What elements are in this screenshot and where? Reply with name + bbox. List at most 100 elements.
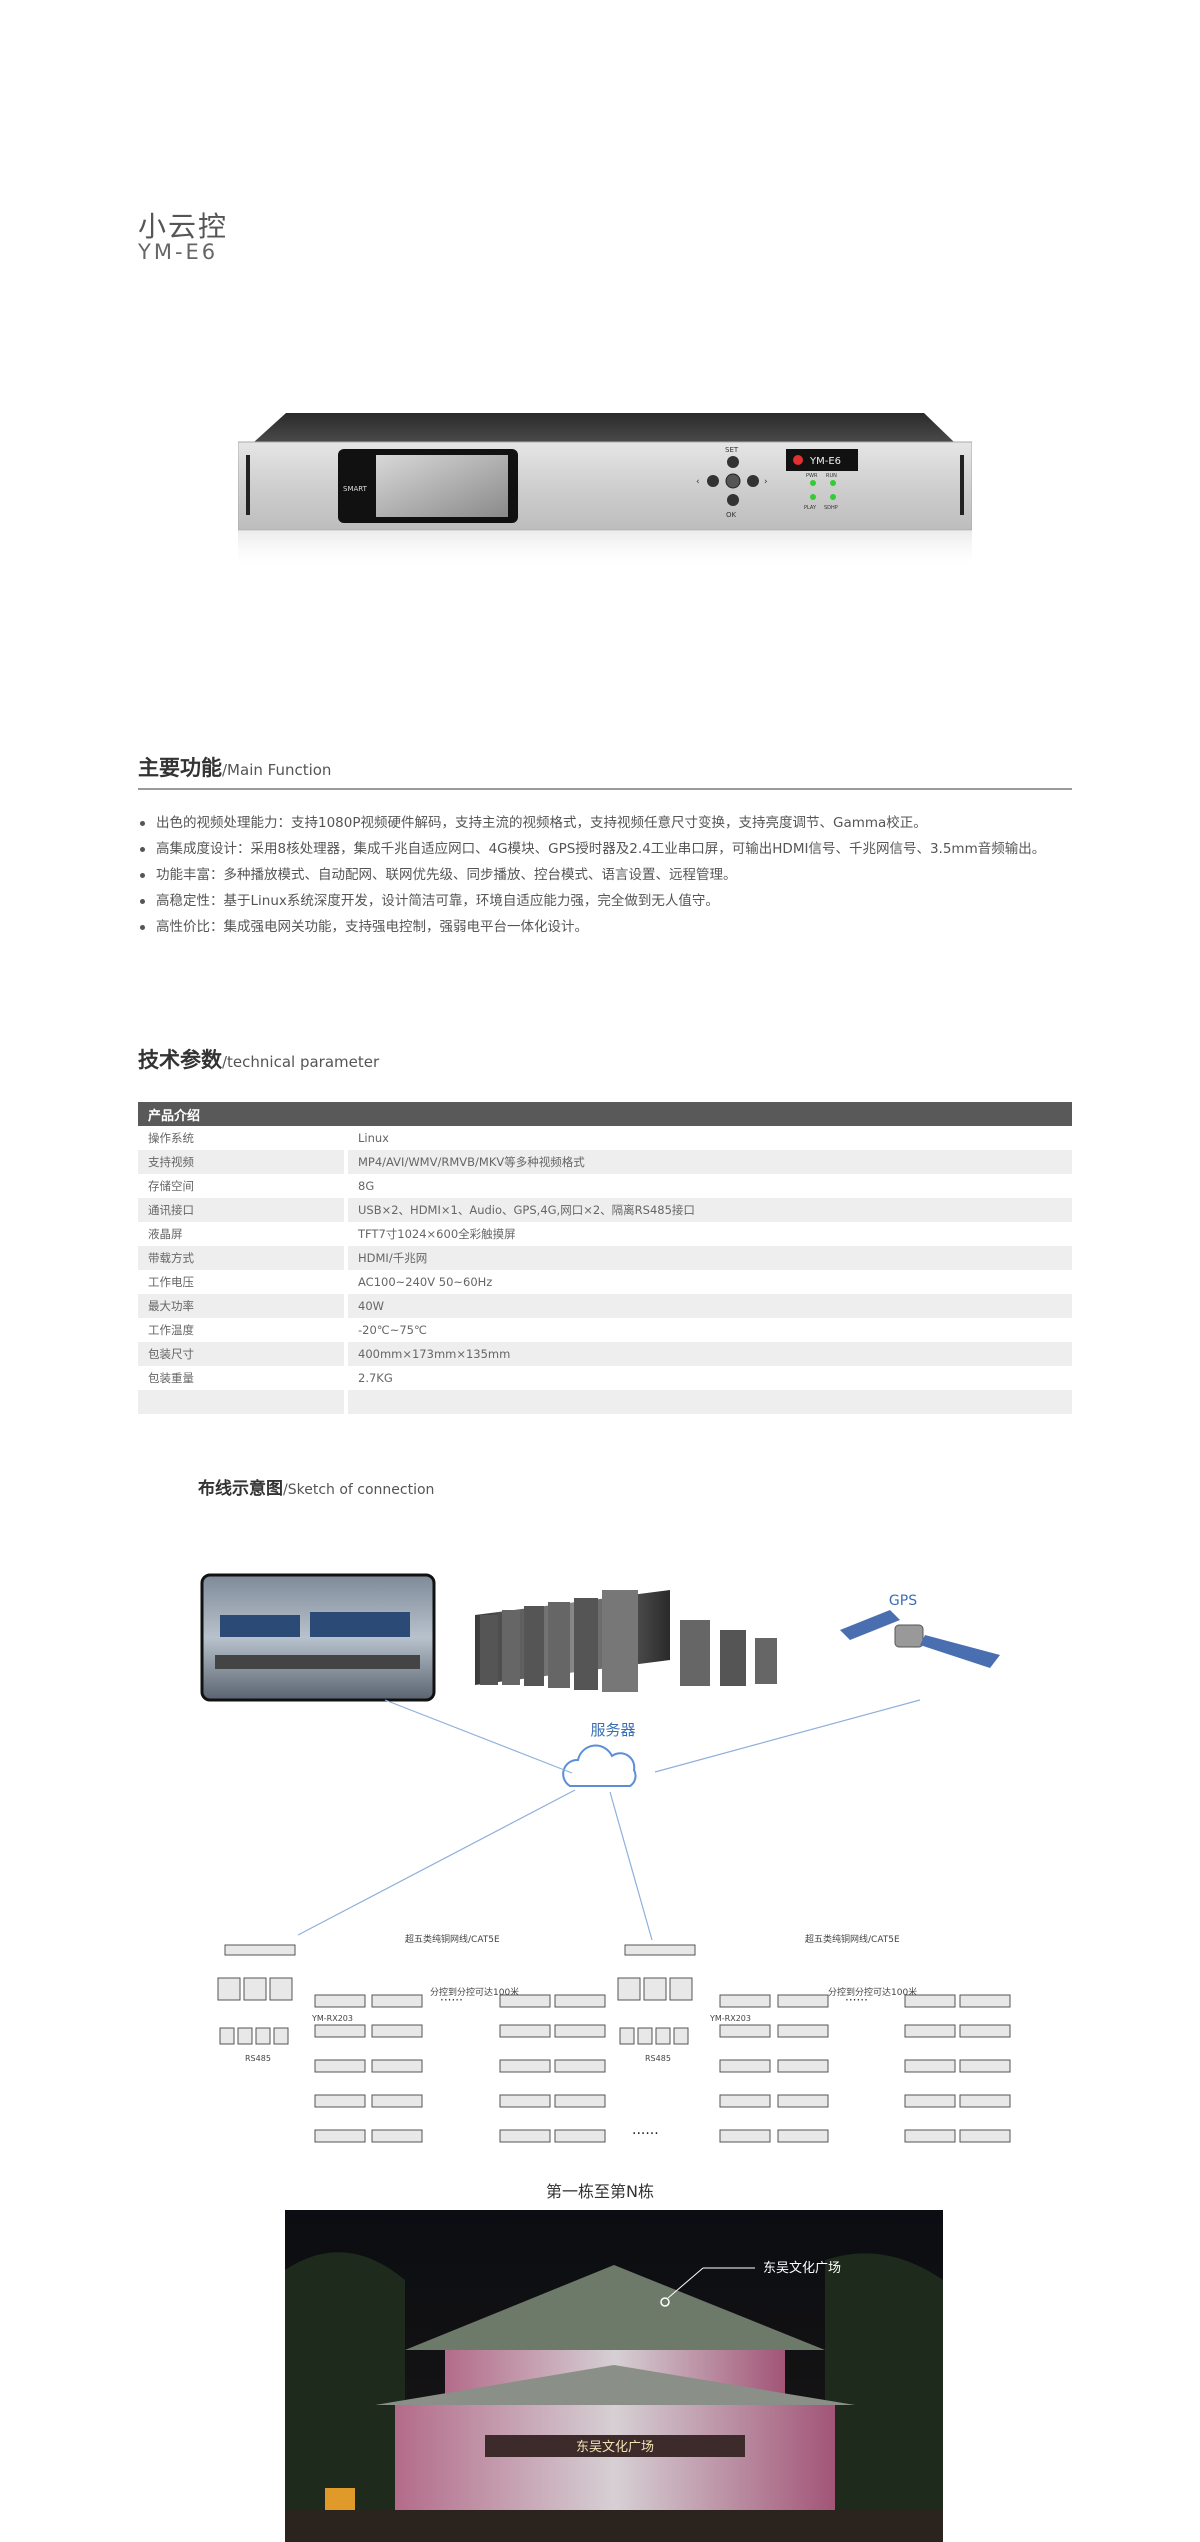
spec-row: 操作系统 Linux — [138, 1126, 1072, 1150]
rs485-label-left: RS485 — [245, 2054, 271, 2063]
spec-row: 包装重量 2.7KG — [138, 1366, 1072, 1390]
spec-label: 通讯接口 — [138, 1198, 344, 1222]
main-function-divider — [138, 788, 1072, 790]
tech-param-subtitle: /technical parameter — [222, 1053, 380, 1071]
device-brand: SMART — [343, 485, 368, 493]
product-title: 小云控 — [138, 210, 229, 243]
sketch-subtitle: /Sketch of connection — [283, 1482, 435, 1498]
satellite-image — [840, 1610, 1000, 1668]
btn-ok-label: OK — [726, 511, 737, 519]
spec-value: 8G — [358, 1179, 375, 1193]
led-pwr-label: PWR — [806, 473, 818, 479]
spec-table-header: 产品介绍 — [138, 1102, 1072, 1126]
sketch-title: 布线示意图 — [198, 1479, 283, 1499]
cable-label-left: 超五类纯铜网线/CAT5E — [405, 1933, 500, 1945]
spec-label: 包装重量 — [148, 1371, 194, 1385]
split-label-right: 分控到分控可达100米 — [828, 1986, 917, 1998]
spec-label: 工作温度 — [148, 1323, 194, 1337]
spec-value: MP4/AVI/WMV/RMVB/MKV等多种视频格式 — [348, 1150, 1072, 1174]
spec-label: 最大功率 — [138, 1294, 344, 1318]
spec-label: 支持视频 — [138, 1150, 344, 1174]
split-label-left: 分控到分控可达100米 — [430, 1986, 519, 1998]
spec-gap — [344, 1318, 348, 1342]
rx-label-right: YM-RX203 — [709, 2014, 751, 2023]
feature-item: 高稳定性：基于Linux系统深度开发，设计简洁可靠，环境自适应能力强，完全做到无… — [140, 888, 1080, 914]
spec-gap — [344, 1174, 348, 1198]
tech-param-title: 技术参数 — [138, 1048, 222, 1072]
diagram-caption: 第一栋至第N栋 — [546, 2182, 654, 2201]
spec-gap — [344, 1342, 348, 1366]
spec-label: 带载方式 — [138, 1246, 344, 1270]
feature-list: 出色的视频处理能力：支持1080P视频硬件解码，支持主流的视频格式，支持视频任意… — [140, 810, 1080, 940]
ellipsis-left: ······ — [440, 1993, 463, 2007]
main-function-title: 主要功能 — [138, 756, 222, 780]
spec-value: Linux — [358, 1131, 389, 1145]
spec-label: 操作系统 — [148, 1131, 194, 1145]
spec-value: USB×2、HDMI×1、Audio、GPS,4G,网口×2、隔离RS485接口 — [348, 1198, 1072, 1222]
spec-gap — [344, 1390, 348, 1414]
spec-gap — [344, 1150, 348, 1174]
led-run-label: RUN — [826, 473, 837, 479]
spec-gap — [344, 1198, 348, 1222]
connection-lines — [297, 1699, 921, 1941]
spec-gap — [344, 1126, 348, 1150]
svg-text:›: › — [764, 477, 768, 487]
led-play-label: PLAY — [804, 505, 817, 511]
spec-row: 存储空间 8G — [138, 1174, 1072, 1198]
receiver-cluster-left — [217, 1944, 606, 2143]
svg-text:‹: ‹ — [696, 477, 700, 487]
spec-value: HDMI/千兆网 — [348, 1246, 1072, 1270]
rx-label-left: YM-RX203 — [311, 2014, 353, 2023]
spec-value: 400mm×173mm×135mm — [348, 1342, 1072, 1366]
main-function-subtitle: /Main Function — [222, 761, 332, 779]
spec-value: -20℃~75℃ — [358, 1323, 427, 1337]
feature-item: 功能丰富：多种播放模式、自动配网、联网优先级、同步播放、控台模式、语言设置、远程… — [140, 862, 1080, 888]
spec-label — [138, 1390, 344, 1414]
spec-label: 液晶屏 — [148, 1227, 183, 1241]
feature-item: 高性价比：集成强电网关功能，支持强电控制，强弱电平台一体化设计。 — [140, 914, 1080, 940]
sketch-heading: 布线示意图/Sketch of connection — [198, 1474, 434, 1499]
device-image: SMART SET OK ‹ › YM-E6 PWR RUN PLAY SDHP — [238, 413, 972, 570]
spec-value — [348, 1390, 1072, 1414]
rs485-label-right: RS485 — [645, 2054, 671, 2063]
spec-value: 40W — [348, 1294, 1072, 1318]
tech-param-heading: 技术参数/technical parameter — [138, 1044, 379, 1074]
spec-gap — [344, 1366, 348, 1390]
gps-label: GPS — [889, 1593, 917, 1609]
building-sign: 东吴文化广场 — [576, 2440, 654, 2455]
control-room-image — [200, 1573, 436, 1702]
spec-gap — [344, 1246, 348, 1270]
btn-set-label: SET — [725, 446, 739, 454]
spec-label: 包装尺寸 — [138, 1342, 344, 1366]
spec-row — [138, 1390, 1072, 1414]
spec-label: 工作电压 — [148, 1275, 194, 1289]
building-photo: 东吴文化广场 东吴文化广场 — [285, 2210, 943, 2542]
server-image — [475, 1590, 777, 1692]
spec-gap — [344, 1270, 348, 1294]
cable-label-right: 超五类纯铜网线/CAT5E — [805, 1933, 900, 1945]
photo-location-label: 东吴文化广场 — [763, 2261, 841, 2276]
spec-value: AC100~240V 50~60Hz — [358, 1275, 493, 1289]
spec-row: 工作温度 -20℃~75℃ — [138, 1318, 1072, 1342]
ellipsis-right: ······ — [845, 1993, 868, 2007]
ellipsis-middle: ······ — [632, 2126, 659, 2142]
cloud-icon — [562, 1744, 637, 1787]
product-model: YM-E6 — [138, 240, 219, 264]
status-light-icon — [793, 455, 803, 465]
feature-item: 高集成度设计：采用8核处理器，集成千兆自适应网口、4G模块、GPS授时器及2.4… — [140, 836, 1080, 862]
spec-gap — [344, 1294, 348, 1318]
server-label: 服务器 — [590, 1721, 635, 1739]
spec-value: 2.7KG — [358, 1371, 393, 1385]
feature-item: 出色的视频处理能力：支持1080P视频硬件解码，支持主流的视频格式，支持视频任意… — [140, 810, 1080, 836]
connection-diagram: 服务器 GPS 超五类纯铜网线/CAT5E 超五类纯铜网线/CAT5E 分控到分… — [200, 1573, 1011, 2143]
spec-gap — [344, 1222, 348, 1246]
spec-label: 存储空间 — [148, 1179, 194, 1193]
receiver-cluster-right — [617, 1944, 1011, 2143]
